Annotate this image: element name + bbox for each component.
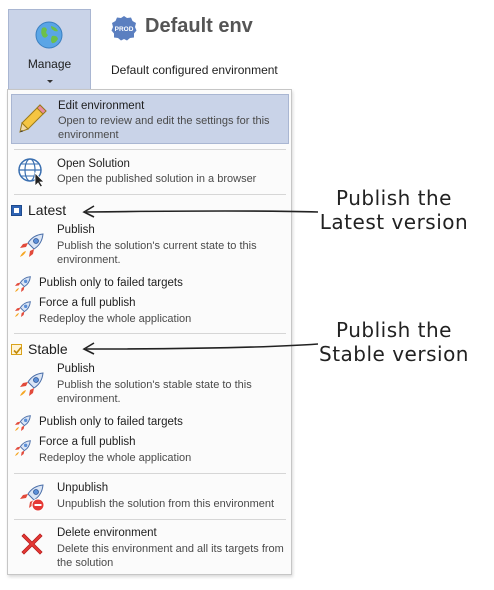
menu-divider	[14, 149, 286, 150]
menu-item-stable-publish-failed[interactable]: Publish only to failed targets	[11, 413, 289, 433]
menu-item-latest-publish-failed[interactable]: Publish only to failed targets	[11, 274, 289, 294]
manage-button[interactable]: Manage	[8, 9, 91, 92]
rocket-icon	[15, 301, 31, 317]
menu-item-title: Force a full publish	[39, 297, 136, 309]
menu-item-title: Publish only to failed targets	[39, 277, 183, 289]
menu-item-description: Delete this environment and all its targ…	[57, 543, 284, 569]
annotation-line: Latest version	[319, 210, 469, 234]
menu-divider	[14, 519, 286, 520]
rocket-minus-icon	[20, 484, 45, 512]
section-header-label: Stable	[28, 341, 68, 357]
menu-item-delete-environment[interactable]: Delete environment Delete this environme…	[11, 523, 289, 571]
annotation-line: Stable version	[319, 342, 469, 366]
menu-item-description: Publish the solution's stable state to t…	[57, 379, 252, 405]
prod-badge-icon: PROD	[111, 16, 137, 41]
section-header-stable: Stable	[11, 341, 131, 359]
menu-item-description: Redeploy the whole application	[39, 452, 192, 464]
menu-item-latest-force-publish[interactable]: Force a full publish Redeploy the whole …	[11, 295, 289, 331]
menu-item-description: Open the published solution in a browser	[57, 173, 257, 185]
rocket-icon	[15, 276, 31, 292]
dropdown-arrow-icon	[47, 80, 53, 83]
latest-annotation: Publish the Latest version	[304, 186, 484, 234]
latest-arrow-head-icon	[82, 205, 95, 218]
menu-item-edit-environment[interactable]: Edit environment Open to review and edit…	[11, 94, 289, 144]
globe-icon	[35, 21, 63, 49]
stable-annotation: Publish the Stable version	[304, 318, 484, 366]
globe-cursor-icon	[18, 158, 45, 187]
menu-item-title: Unpublish	[57, 482, 109, 494]
menu-divider	[14, 473, 286, 474]
menu-item-title: Delete environment	[57, 527, 157, 539]
rocket-icon	[15, 440, 31, 456]
menu-item-latest-publish[interactable]: Publish Publish the solution's current s…	[11, 222, 289, 270]
rocket-icon	[15, 415, 31, 431]
annotation-arrows	[82, 205, 318, 355]
stable-marker-icon	[11, 344, 22, 355]
menu-item-description: Open to review and edit the settings for…	[58, 115, 270, 141]
manage-label: Manage	[27, 57, 72, 71]
menu-item-stable-force-publish[interactable]: Force a full publish Redeploy the whole …	[11, 434, 289, 470]
stable-arrow-head-icon	[82, 342, 95, 355]
menu-item-title: Publish	[57, 224, 95, 236]
red-x-icon	[21, 533, 43, 555]
environment-menu: Edit environment Open to review and edit…	[7, 89, 292, 575]
stable-annotation-arrow	[85, 343, 318, 350]
menu-item-title: Force a full publish	[39, 436, 136, 448]
section-header-latest: Latest	[11, 202, 131, 220]
environment-description: Default configured environment	[111, 63, 278, 77]
menu-item-title: Publish	[57, 363, 95, 375]
pencil-icon	[19, 104, 47, 133]
annotation-line: Publish the	[336, 318, 452, 342]
menu-item-description: Redeploy the whole application	[39, 313, 192, 325]
menu-item-title: Edit environment	[58, 100, 145, 112]
menu-item-description: Publish the solution's current state to …	[57, 240, 257, 266]
section-header-label: Latest	[28, 202, 67, 218]
rocket-icon	[20, 233, 44, 257]
environment-title: Default env	[145, 15, 253, 37]
menu-item-unpublish[interactable]: Unpublish Unpublish the solution from th…	[11, 478, 289, 516]
menu-item-open-solution[interactable]: Open Solution Open the published solutio…	[11, 152, 289, 190]
prod-badge-text: PROD	[115, 26, 134, 33]
menu-item-title: Open Solution	[57, 158, 130, 170]
menu-item-title: Publish only to failed targets	[39, 416, 183, 428]
menu-item-stable-publish[interactable]: Publish Publish the solution's stable st…	[11, 361, 289, 409]
latest-annotation-arrow	[85, 210, 318, 213]
latest-marker-icon	[11, 205, 22, 216]
rocket-icon	[20, 372, 44, 396]
menu-divider	[14, 333, 286, 334]
annotation-line: Publish the	[336, 186, 452, 210]
menu-divider	[14, 194, 286, 195]
menu-item-description: Unpublish the solution from this environ…	[57, 498, 275, 510]
